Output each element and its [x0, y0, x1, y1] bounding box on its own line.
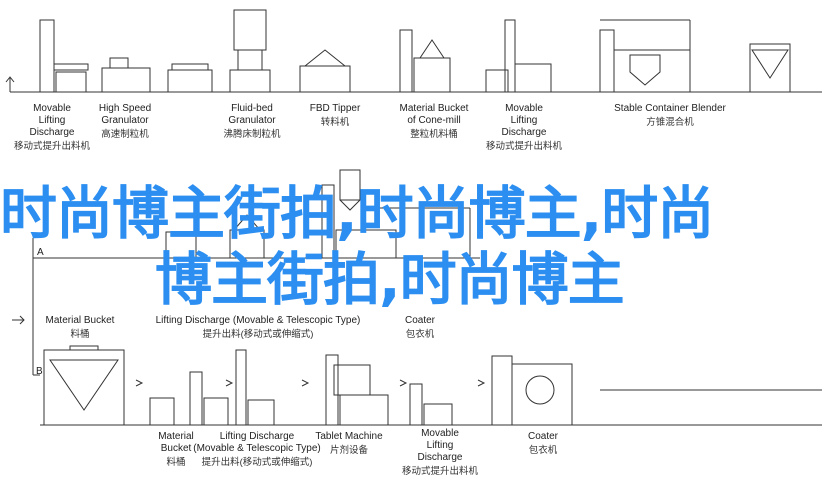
bottom-row-machines	[43, 345, 822, 426]
marker-b: B	[36, 366, 43, 377]
middle-row-machines	[165, 169, 471, 259]
overlay-title-line-2: 博主街拍,时尚博主	[155, 247, 625, 313]
bottom-row-line	[33, 374, 822, 426]
marker-a: A	[37, 247, 44, 258]
overlay-title-line-1: 时尚博主街拍,时尚博主,时尚	[0, 181, 714, 247]
label-lifting-discharge: Lifting Discharge(Movable & Telescopic T…	[193, 431, 321, 468]
label-lifting-discharge-mid: Lifting Discharge (Movable & Telescopic …	[155, 315, 361, 340]
top-row-machines	[39, 9, 791, 93]
